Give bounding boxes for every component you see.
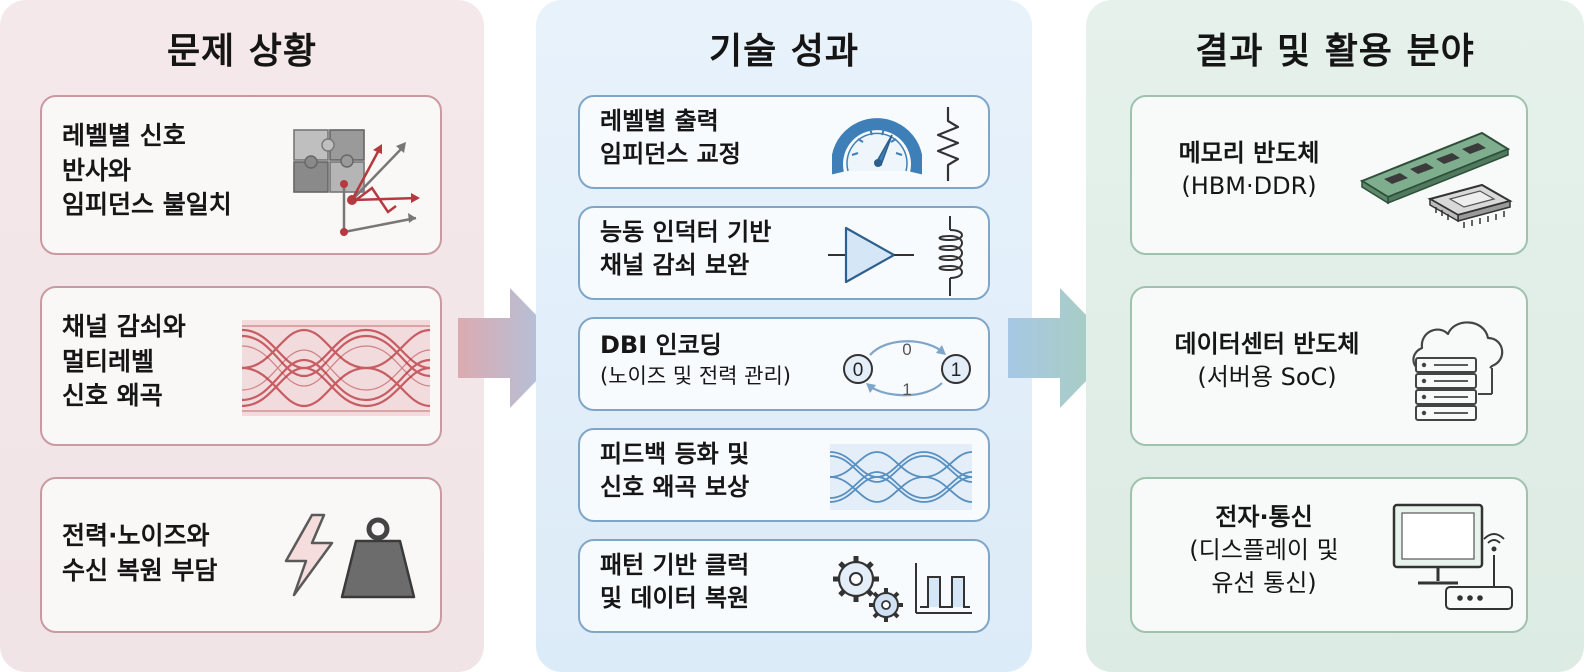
result-column-title: 결과 및 활용 분야 — [1195, 31, 1475, 72]
eye-diagram-red-icon — [242, 320, 430, 416]
tech-card-active-inductor: 능동 인덕터 기반 채널 감쇠 보완 — [578, 206, 990, 300]
tech-card-active-inductor-text: 능동 인덕터 기반 채널 감쇠 보완 — [600, 218, 772, 280]
tech-card-feedback-equalization-text: 피드백 등화 및 신호 왜곡 보상 — [600, 440, 750, 502]
lightning-icon — [284, 513, 334, 597]
result-card-electronics: 전자·통신 (디스플레이 및 유선 통신) — [1130, 477, 1528, 633]
tech-card-feedback-equalization: 피드백 등화 및 신호 왜곡 보상 — [578, 428, 990, 522]
bit-cycle-icon: 0 1 0 1 — [843, 340, 971, 399]
puzzle-icon — [293, 129, 420, 236]
gauge-icon — [832, 118, 922, 175]
result-card-datacenter: 데이터센터 반도체 (서버용 SoC) — [1130, 286, 1528, 446]
monitor-router-icon — [1392, 503, 1513, 610]
tech-card-clock-data-recovery: 패턴 기반 클럭 및 데이터 복원 — [578, 539, 990, 633]
gears-icon — [833, 556, 903, 622]
problem-card-power-noise-text: 전력·노이즈와 수신 복원 부담 — [62, 521, 218, 585]
square-wave-icon — [915, 563, 972, 614]
svg-text:1: 1 — [951, 360, 962, 381]
cloud-server-icon — [1412, 321, 1504, 421]
tech-column-title: 기술 성과 — [708, 31, 859, 72]
svg-text:0: 0 — [853, 360, 864, 381]
tech-column: 기술 성과 레벨별 출력 임피던스 교정 능동 인덕터 기반 채널 감쇠 보완 — [536, 0, 1032, 672]
problem-card-impedance-text: 레벨별 신호 반사와 임피던스 불일치 — [62, 121, 232, 219]
svg-text:0: 0 — [902, 340, 911, 359]
flow-arrow-problem-to-tech — [458, 288, 568, 408]
problem-column: 문제 상황 레벨별 신호 반사와 임피던스 불일치 — [0, 0, 484, 672]
weight-icon — [340, 517, 416, 599]
inductor-icon — [938, 216, 963, 296]
amplifier-icon — [828, 226, 914, 284]
result-card-memory-text: 메모리 반도체 (HBM·DDR) — [1178, 139, 1320, 201]
result-card-memory: 메모리 반도체 (HBM·DDR) — [1130, 95, 1528, 255]
problem-card-impedance: 레벨별 신호 반사와 임피던스 불일치 — [40, 95, 442, 255]
flow-arrow-tech-to-result — [1008, 288, 1118, 408]
result-card-datacenter-text: 데이터센터 반도체 (서버용 SoC) — [1174, 330, 1360, 392]
result-card-electronics-text: 전자·통신 (디스플레이 및 유선 통신) — [1189, 503, 1339, 598]
tech-card-dbi-encoding-text: DBI 인코딩 (노이즈 및 전력 관리) — [600, 331, 791, 389]
result-column: 결과 및 활용 분야 메모리 반도체 (HBM·DDR) — [1086, 0, 1584, 672]
eye-diagram-blue-icon — [830, 444, 972, 510]
tech-card-dbi-encoding: DBI 인코딩 (노이즈 및 전력 관리) 0 1 0 1 — [578, 317, 990, 411]
tech-card-impedance-calibration: 레벨별 출력 임피던스 교정 — [578, 95, 990, 189]
problem-card-attenuation: 채널 감쇠와 멀티레벨 신호 왜곡 — [40, 286, 442, 446]
tech-card-clock-data-recovery-text: 패턴 기반 클럭 및 데이터 복원 — [600, 551, 750, 613]
tech-card-impedance-calibration-text: 레벨별 출력 임피던스 교정 — [600, 107, 741, 169]
memory-chip-icon — [1359, 131, 1513, 228]
resistor-icon — [936, 107, 960, 181]
problem-column-title: 문제 상황 — [166, 31, 317, 72]
problem-card-attenuation-text: 채널 감쇠와 멀티레벨 신호 왜곡 — [62, 312, 186, 410]
problem-card-power-noise: 전력·노이즈와 수신 복원 부담 — [40, 477, 442, 633]
svg-text:1: 1 — [902, 380, 911, 399]
